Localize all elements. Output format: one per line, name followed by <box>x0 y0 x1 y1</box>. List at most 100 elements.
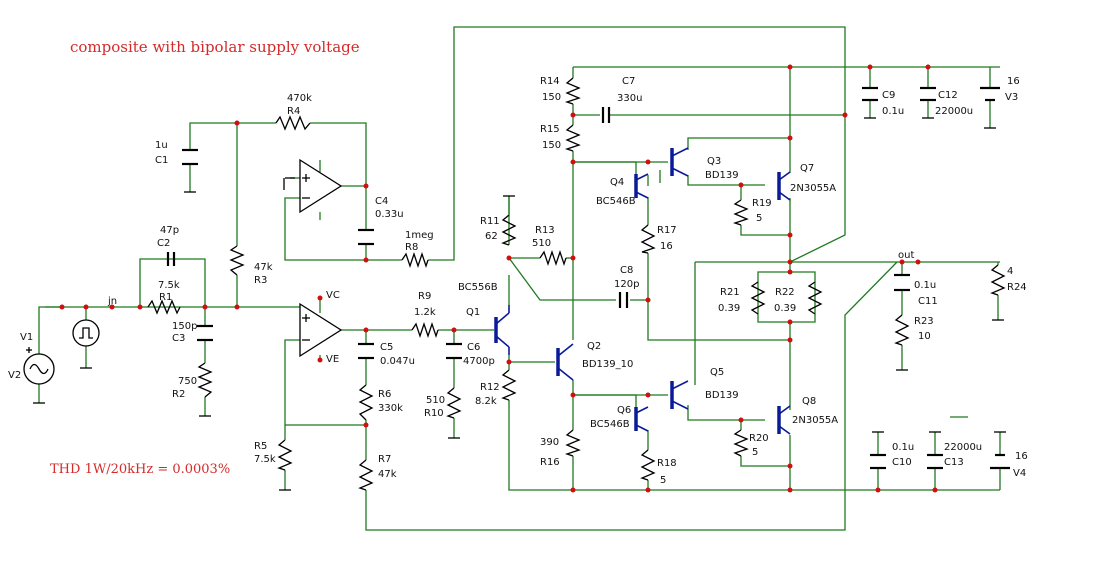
resistor-r19 <box>732 199 749 226</box>
svg-text:0.1u: 0.1u <box>914 280 936 291</box>
svg-text:R12: R12 <box>480 382 500 393</box>
svg-text:R22: R22 <box>775 287 795 298</box>
resistor-r3 <box>229 245 245 276</box>
capacitor-c3 <box>197 324 213 342</box>
sine-source-v2 <box>23 347 55 385</box>
svg-text:150p: 150p <box>172 321 197 332</box>
svg-text:Q6: Q6 <box>617 405 631 416</box>
svg-text:V1: V1 <box>20 332 33 343</box>
svg-text:R5: R5 <box>254 441 267 452</box>
resistor-r20 <box>733 429 749 457</box>
svg-text:BC556B: BC556B <box>458 282 498 293</box>
svg-text:22000u: 22000u <box>935 106 973 117</box>
capacitor-c7 <box>601 107 611 123</box>
svg-text:R17: R17 <box>657 225 677 236</box>
svg-text:0.1u: 0.1u <box>882 106 904 117</box>
svg-text:V3: V3 <box>1005 92 1018 103</box>
resistor-r14 <box>564 77 581 105</box>
svg-text:R3: R3 <box>254 275 267 286</box>
svg-text:16: 16 <box>1015 451 1028 462</box>
svg-text:10: 10 <box>918 331 931 342</box>
svg-text:VE: VE <box>326 354 339 365</box>
resistor-r10 <box>446 387 462 419</box>
opamp-integrator <box>285 158 343 214</box>
battery-v3 <box>980 86 1000 102</box>
svg-text:Q2: Q2 <box>587 341 601 352</box>
svg-text:BC546B: BC546B <box>590 419 630 430</box>
resistor-r18 <box>640 449 656 481</box>
svg-text:R24: R24 <box>1007 282 1027 293</box>
svg-text:2N3055A: 2N3055A <box>792 415 838 426</box>
svg-text:16: 16 <box>660 241 673 252</box>
svg-text:4: 4 <box>1007 266 1013 277</box>
svg-text:R11: R11 <box>480 216 500 227</box>
resistor-r23 <box>894 314 910 346</box>
svg-text:V4: V4 <box>1013 468 1026 479</box>
svg-text:330k: 330k <box>378 403 403 414</box>
schematic-title: composite with bipolar supply voltage <box>70 38 360 56</box>
svg-text:150: 150 <box>542 92 561 103</box>
svg-text:C5: C5 <box>380 342 393 353</box>
svg-text:R19: R19 <box>752 198 772 209</box>
svg-text:R14: R14 <box>540 76 560 87</box>
capacitor-c13 <box>927 453 943 470</box>
transistor-q5 <box>670 380 689 410</box>
svg-text:C12: C12 <box>938 90 958 101</box>
svg-text:4700p: 4700p <box>463 356 495 367</box>
svg-text:R18: R18 <box>657 458 677 469</box>
resistor-r8 <box>401 251 429 269</box>
svg-text:V2: V2 <box>8 370 21 381</box>
ground-symbols <box>33 117 1006 491</box>
svg-text:R20: R20 <box>749 433 769 444</box>
capacitor-c12 <box>920 86 936 102</box>
svg-text:Q4: Q4 <box>610 177 624 188</box>
svg-text:8.2k: 8.2k <box>475 396 497 407</box>
svg-text:7.5k: 7.5k <box>254 454 276 465</box>
svg-text:R9: R9 <box>418 291 431 302</box>
capacitor-c11 <box>894 273 910 292</box>
capacitor-c2 <box>166 252 176 266</box>
svg-text:C10: C10 <box>892 457 912 468</box>
svg-text:390: 390 <box>540 437 559 448</box>
pulse-source-v1 <box>72 319 100 347</box>
resistor-r4 <box>275 115 311 131</box>
svg-text:C11: C11 <box>918 296 938 307</box>
svg-text:R21: R21 <box>720 287 740 298</box>
svg-text:R13: R13 <box>535 225 555 236</box>
capacitor-c10 <box>870 453 886 470</box>
capacitor-c6 <box>446 342 462 360</box>
svg-text:7.5k: 7.5k <box>158 280 180 291</box>
svg-text:5: 5 <box>752 447 758 458</box>
svg-text:out: out <box>898 250 914 261</box>
svg-text:120p: 120p <box>614 279 639 290</box>
transistor-q3 <box>670 147 689 177</box>
resistor-r21 <box>750 281 766 315</box>
resistor-r5 <box>277 439 293 471</box>
svg-text:R23: R23 <box>914 316 934 327</box>
svg-text:C7: C7 <box>622 76 635 87</box>
battery-v4 <box>990 453 1010 470</box>
resistor-r6 <box>358 384 374 421</box>
svg-text:47p: 47p <box>160 225 179 236</box>
resistor-r11 <box>501 214 517 246</box>
svg-text:0.33u: 0.33u <box>375 209 404 220</box>
svg-text:jn: jn <box>107 296 117 307</box>
svg-text:C4: C4 <box>375 196 388 207</box>
resistor-r9 <box>411 321 439 339</box>
svg-text:C3: C3 <box>172 333 185 344</box>
svg-text:C8: C8 <box>620 265 633 276</box>
svg-text:5: 5 <box>756 213 762 224</box>
capacitor-c1 <box>182 148 198 166</box>
resistor-r15 <box>564 124 581 152</box>
resistor-r1 <box>147 299 181 315</box>
svg-text:1u: 1u <box>155 140 168 151</box>
svg-text:BD139: BD139 <box>705 390 739 401</box>
svg-text:Q8: Q8 <box>802 396 816 407</box>
svg-text:C2: C2 <box>157 238 170 249</box>
svg-text:16: 16 <box>1007 76 1020 87</box>
svg-text:R8: R8 <box>405 242 418 253</box>
transistor-q1 <box>494 305 510 355</box>
transistor-q6 <box>634 406 649 432</box>
transistor-q4 <box>634 173 649 199</box>
